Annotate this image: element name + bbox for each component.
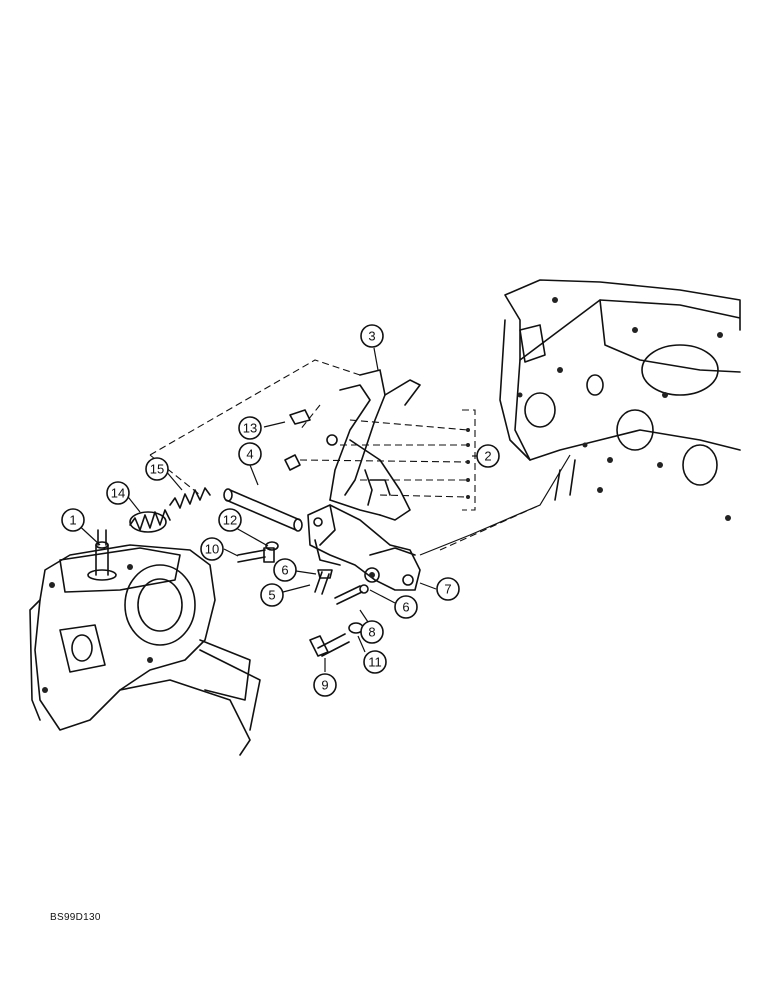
- bolt-6-pair: [334, 584, 369, 605]
- spring-14: [129, 509, 171, 533]
- callout-5-label: 5: [268, 588, 275, 603]
- callout-2-label: 2: [484, 449, 491, 464]
- callout-10: 10: [200, 537, 224, 561]
- washer-12: [265, 541, 279, 551]
- callout-12: 12: [218, 508, 242, 532]
- engine-block: [499, 279, 741, 521]
- callout-6b: 6: [394, 595, 418, 619]
- callout-6a-label: 6: [281, 563, 288, 578]
- spring-15: [169, 487, 211, 509]
- bolt-5: [314, 569, 333, 595]
- pin-4: [223, 488, 303, 532]
- bracket-7: [307, 504, 421, 591]
- callout-9: 9: [313, 673, 337, 697]
- callout-7: 7: [436, 577, 460, 601]
- callout-5: 5: [260, 583, 284, 607]
- callout-3: 3: [360, 324, 384, 348]
- explosion-lines: [149, 359, 571, 556]
- callout-9-label: 9: [321, 678, 328, 693]
- callout-13: 13: [238, 416, 262, 440]
- callout-14: 14: [106, 481, 130, 505]
- bolt-9: [309, 633, 350, 657]
- leader-lines: [72, 347, 478, 672]
- governor-lever: [284, 369, 421, 521]
- callout-11: 11: [363, 650, 387, 674]
- callout-4-label: 4: [246, 447, 253, 462]
- callout-6a: 6: [273, 558, 297, 582]
- callout-14-label: 14: [111, 486, 125, 501]
- callout-10-label: 10: [205, 542, 219, 557]
- callout-11-label: 11: [368, 655, 382, 670]
- callout-15: 15: [145, 457, 169, 481]
- callout-15-label: 15: [150, 462, 164, 477]
- callout-3-label: 3: [368, 329, 375, 344]
- callout-6b-label: 6: [402, 600, 409, 615]
- document-code: BS99D130: [50, 912, 101, 923]
- callout-4: 4: [238, 442, 262, 466]
- callout-1-label: 1: [69, 513, 76, 528]
- callout-12-label: 12: [223, 513, 237, 528]
- callout-8: 8: [360, 620, 384, 644]
- bolt-10: [237, 547, 275, 563]
- governor-housing: [29, 529, 261, 756]
- callout-2: 2: [476, 444, 500, 468]
- callout-1: 1: [61, 508, 85, 532]
- callout-8-label: 8: [368, 625, 375, 640]
- callout-7-label: 7: [444, 582, 451, 597]
- callout-13-label: 13: [243, 421, 257, 436]
